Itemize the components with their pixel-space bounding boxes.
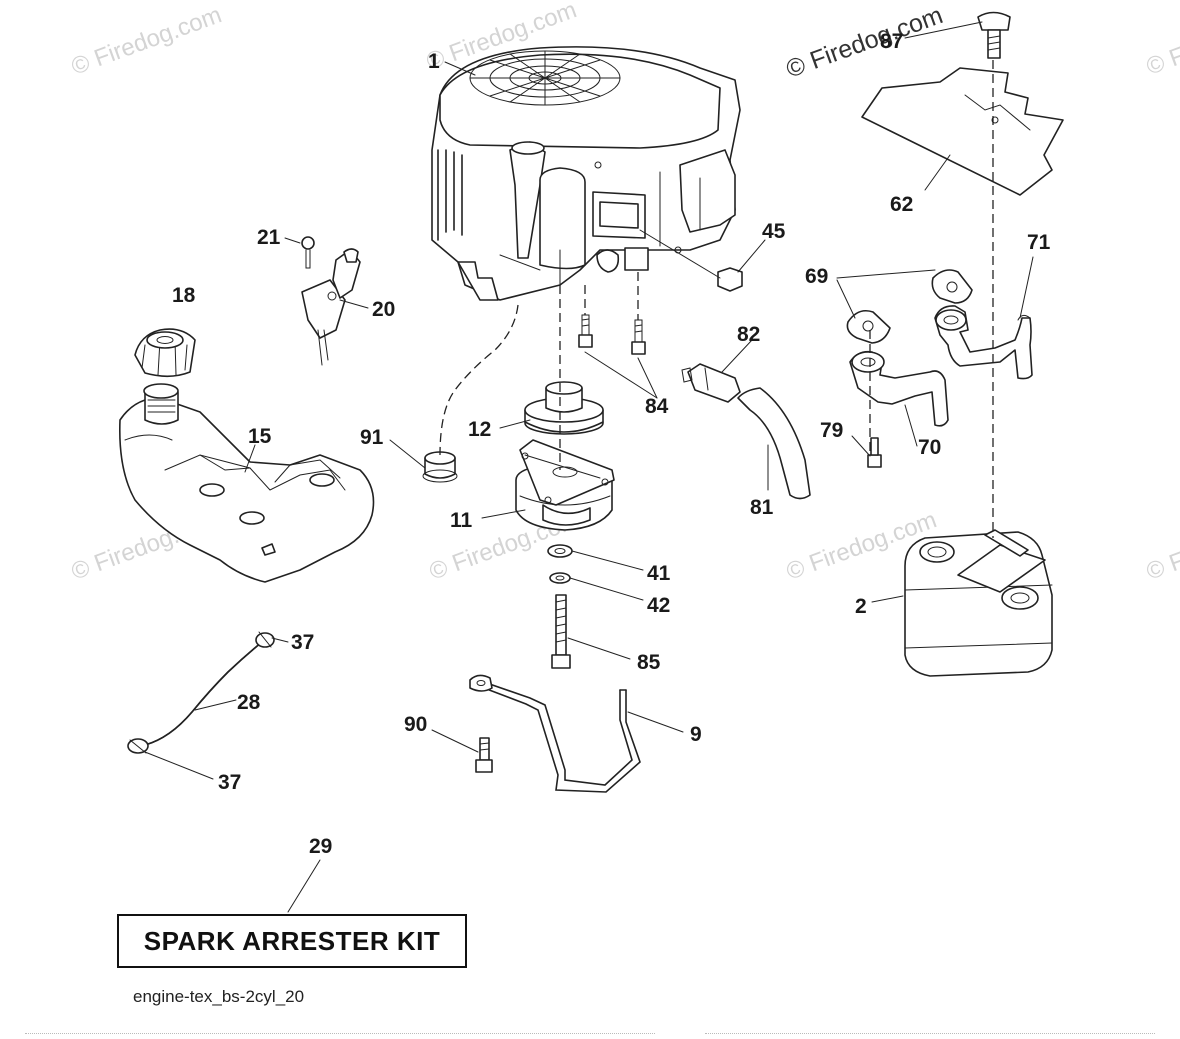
bolt-part-87 [977, 11, 1011, 59]
callout-11: 11 [450, 509, 473, 532]
callout-28: 28 [237, 691, 261, 714]
callout-18: 18 [172, 284, 196, 307]
callout-45: 45 [762, 220, 786, 243]
pulley-part-12 [524, 381, 604, 435]
callout-37: 37 [218, 771, 241, 794]
washer-part-42 [549, 572, 571, 584]
nut-part-45 [639, 229, 743, 292]
callout-69: 69 [805, 265, 828, 288]
callout-82: 82 [737, 323, 760, 346]
rod-part-9 [469, 674, 641, 793]
callout-37: 37 [291, 631, 314, 654]
callout-29: 29 [309, 835, 332, 858]
fuel-line-part-28 [144, 641, 263, 746]
callout-71: 71 [1027, 231, 1051, 254]
clamp-part-37 [127, 738, 149, 754]
bottom-rule [25, 1033, 655, 1035]
bolt-part-21 [301, 236, 315, 269]
engine-part-1 [431, 46, 741, 301]
throttle-part-20 [301, 248, 361, 366]
fuel-tank-part-15 [118, 383, 375, 583]
callout-41: 41 [647, 562, 671, 585]
watermark: © Firedog.com [1143, 506, 1180, 585]
fuel-cap-part-18 [134, 328, 196, 378]
muffler-part-2 [904, 529, 1053, 677]
breather-part-82 [681, 363, 741, 403]
callout-87: 87 [880, 30, 903, 53]
hose-part-81 [737, 387, 811, 500]
callout-9: 9 [690, 723, 702, 746]
callout-20: 20 [372, 298, 395, 321]
watermark-prominent: © Firedog.com [782, 1, 946, 84]
callout-79: 79 [820, 419, 843, 442]
watermark: © Firedog.com [68, 1, 225, 80]
callout-81: 81 [750, 496, 774, 519]
bushing-part-91 [422, 451, 458, 483]
bolt-part-85 [551, 594, 571, 669]
bolt-part-90 [475, 737, 493, 773]
callout-85: 85 [637, 651, 661, 674]
washer-part-41 [547, 544, 573, 558]
callout-84: 84 [645, 395, 669, 418]
callout-90: 90 [404, 713, 427, 736]
drawing-reference: engine-tex_bs-2cyl_20 [133, 987, 305, 1006]
callout-62: 62 [890, 193, 913, 216]
callout-2: 2 [855, 595, 867, 618]
spark-arrester-kit-label: SPARK ARRESTER KIT [117, 914, 467, 968]
leader-lines [144, 21, 1034, 913]
clamp-part-37 [255, 631, 275, 648]
callout-1: 1 [428, 50, 440, 73]
callout-42: 42 [647, 594, 670, 617]
heat-shield-part-62 [861, 67, 1064, 196]
bolt-part-79 [867, 437, 882, 468]
callout-15: 15 [248, 425, 272, 448]
alignment-lines [439, 60, 994, 538]
bottom-rule [705, 1033, 1155, 1035]
exhaust-pipe-part-71 [934, 305, 1033, 380]
gasket-part-69 [846, 269, 973, 344]
callout-91: 91 [360, 426, 384, 449]
bolt-part-84 [578, 314, 646, 355]
callout-labels: 1 87 62 45 21 20 18 69 71 82 84 12 91 15… [172, 30, 1051, 858]
exhaust-pipe-part-70 [849, 350, 949, 427]
callout-12: 12 [468, 418, 491, 441]
clutch-part-11 [515, 439, 615, 531]
callout-70: 70 [918, 436, 941, 459]
callout-21: 21 [257, 226, 281, 249]
watermark: © Firedog.com [1143, 1, 1180, 80]
